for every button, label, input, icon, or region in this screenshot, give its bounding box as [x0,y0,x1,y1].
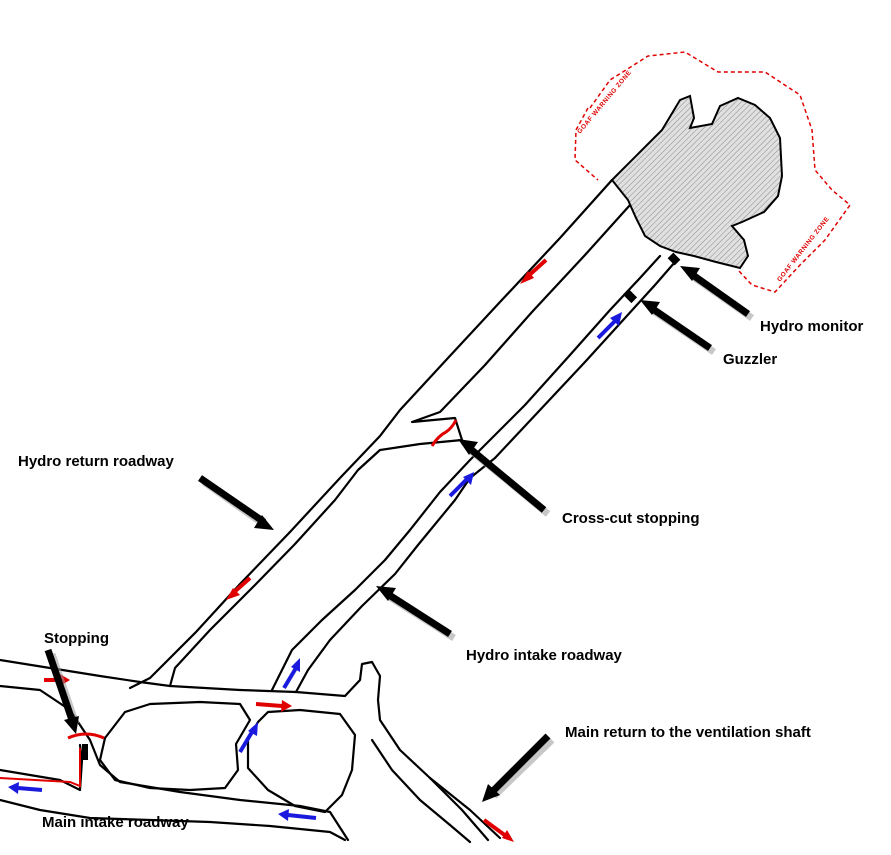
hydro-return-inner-wall [168,203,632,688]
label-stopping: Stopping [44,630,109,647]
label-cross-cut-stopping: Cross-cut stopping [562,510,700,527]
main-return-roadway-top [0,658,490,842]
pillar-right [246,708,357,814]
guzzler-block [622,288,638,304]
hydro-monitor-block [667,252,681,266]
label-main-intake-roadway: Main intake roadway [42,814,189,831]
goaf-area [610,94,784,270]
main-intake-roadway-left [0,743,347,842]
hydro-intake-outer-wall [270,254,662,692]
label-hydro-intake-roadway: Hydro intake roadway [466,647,623,664]
main-return-right-wall [370,738,502,844]
pillar-left [98,700,252,792]
cross-cut-stopping-curve [430,419,458,447]
goaf-warning-label-top: GOAF WARNING ZONE [576,69,633,135]
stopping-curve [67,732,105,740]
label-main-return: Main return to the ventilation shaft [565,724,811,741]
stopping-block [82,744,88,760]
hydro-return-outer-wall [128,178,614,690]
label-guzzler: Guzzler [723,351,777,368]
return-air-arrows [44,258,548,842]
label-hydro-return-roadway: Hydro return roadway [18,453,175,470]
label-hydro-monitor: Hydro monitor [760,318,863,335]
return-air-path [0,748,81,788]
goaf-warning-label-right: GOAF WARNING ZONE [776,215,831,283]
pointer-arrows [44,266,755,802]
goaf-warning-boundary [574,51,852,293]
intake-air-arrows [8,312,622,821]
